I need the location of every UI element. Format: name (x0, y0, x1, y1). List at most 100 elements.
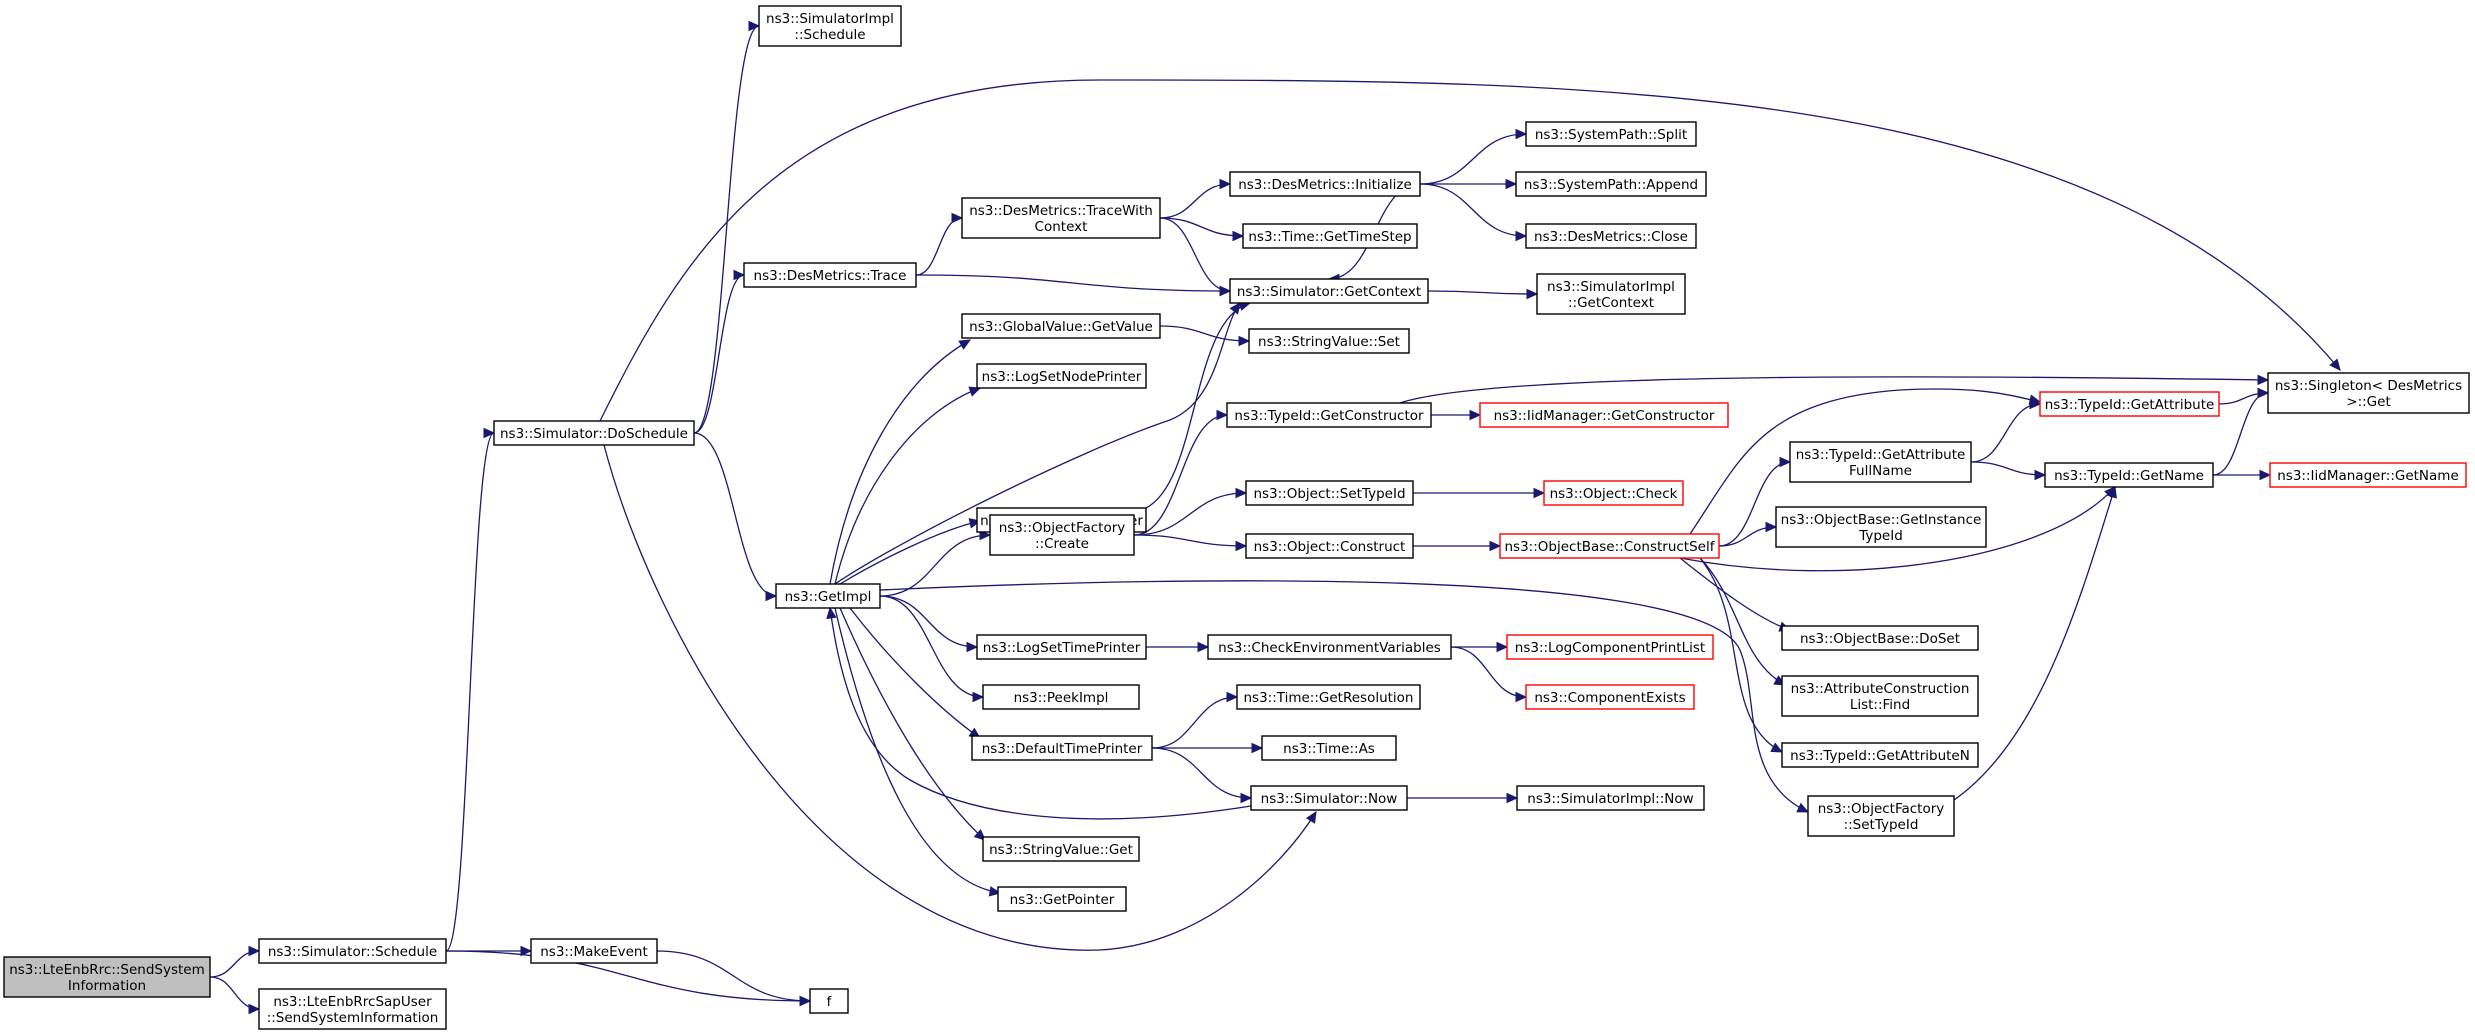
node-label: ns3::SystemPath::Split (1535, 127, 1687, 143)
node-label: ns3::AttributeConstruction (1791, 681, 1970, 697)
node-typeid-get-name[interactable]: ns3::TypeId::GetName (2044, 462, 2214, 488)
node-singleton-get[interactable]: ns3::Singleton< DesMetrics >::Get (2267, 372, 2470, 414)
node-log-set-node-printer[interactable]: ns3::LogSetNodePrinter (976, 363, 1147, 389)
node-box (1229, 171, 1421, 197)
arrowhead (1796, 802, 1810, 813)
node-object-set-typeid[interactable]: ns3::Object::SetTypeId (1245, 480, 1414, 506)
node-box (961, 197, 1161, 239)
node-desmetrics-close[interactable]: ns3::DesMetrics::Close (1525, 223, 1697, 249)
node-label: ns3::SimulatorImpl (766, 11, 894, 27)
node-time-as[interactable]: ns3::Time::As (1261, 735, 1397, 761)
node-object-construct[interactable]: ns3::Object::Construct (1245, 533, 1414, 559)
node-typeid-get-attribute-n[interactable]: ns3::TypeId::GetAttributeN (1781, 742, 1979, 768)
node-simulatorimpl-schedule[interactable]: ns3::SimulatorImpl::Schedule (758, 5, 902, 47)
node-f[interactable]: f (809, 988, 849, 1014)
node-systempath-append[interactable]: ns3::SystemPath::Append (1515, 171, 1707, 197)
arrowhead (1235, 540, 1248, 552)
node-label: ns3::ObjectBase::DoSet (1800, 631, 1960, 647)
node-label: ::Create (1035, 536, 1089, 552)
edge-objectbase-construct-self-to-attribute-construction-list-find (1699, 557, 1786, 686)
node-simulatorimpl-get-context[interactable]: ns3::SimulatorImpl::GetContext (1536, 273, 1686, 315)
node-simulator-now[interactable]: ns3::Simulator::Now (1250, 785, 1408, 811)
node-label: FullName (1849, 463, 1912, 479)
node-label: ::SendSystemInformation (267, 1010, 439, 1026)
arrowhead (1305, 810, 1317, 824)
node-objectbase-do-set[interactable]: ns3::ObjectBase::DoSet (1781, 625, 1979, 651)
node-label: ns3::Simulator::DoSchedule (500, 426, 688, 442)
arrowhead (1235, 487, 1248, 499)
node-default-time-printer[interactable]: ns3::DefaultTimePrinter (971, 735, 1153, 761)
node-label: ns3::Simulator::GetContext (1237, 284, 1421, 300)
node-objectbase-construct-self[interactable]: ns3::ObjectBase::ConstructSelf (1499, 533, 1720, 559)
node-box (1261, 735, 1397, 761)
node-box (1479, 402, 1729, 428)
node-desmetrics-initialize[interactable]: ns3::DesMetrics::Initialize (1229, 171, 1421, 197)
edge-globalvalue-get-value-to-stringvalue-set (1159, 325, 1250, 342)
node-label: Context (1035, 219, 1088, 235)
node-objectfactory-set-typeid[interactable]: ns3::ObjectFactory::SetTypeId (1807, 795, 1955, 837)
node-component-exists[interactable]: ns3::ComponentExists (1525, 684, 1695, 710)
node-check-environment-variables[interactable]: ns3::CheckEnvironmentVariables (1207, 634, 1452, 660)
arrowhead (248, 945, 261, 957)
arrowhead (1232, 230, 1245, 242)
node-send-system-information[interactable]: ns3::LteEnbRrc::SendSystemInformation (3, 956, 211, 998)
edge-simulator-get-context-to-simulatorimpl-get-context (1427, 290, 1538, 295)
node-box (1229, 278, 1429, 304)
node-make-event[interactable]: ns3::MakeEvent (530, 938, 658, 964)
node-log-set-time-printer[interactable]: ns3::LogSetTimePrinter (976, 634, 1147, 660)
node-label: ns3::GetImpl (785, 589, 872, 605)
edge-simulator-now-to-get-impl (829, 607, 1252, 820)
edge-desmetrics-trace-to-trace-with-context (915, 217, 963, 276)
arrowhead (2257, 387, 2270, 399)
arrowhead (748, 20, 761, 32)
node-sap-user-send[interactable]: ns3::LteEnbRrcSapUser::SendSystemInforma… (258, 988, 447, 1030)
node-time-get-resolution[interactable]: ns3::Time::GetResolution (1236, 684, 1421, 710)
node-label: ::Schedule (794, 27, 865, 43)
node-box (1543, 480, 1684, 506)
node-systempath-split[interactable]: ns3::SystemPath::Split (1525, 121, 1697, 147)
edge-get-impl-to-globalvalue-get-value (829, 339, 971, 585)
node-globalvalue-get-value[interactable]: ns3::GlobalValue::GetValue (961, 313, 1161, 339)
edge-objectfactory-create-to-object-set-typeid (1133, 492, 1247, 536)
node-box (1226, 402, 1432, 428)
node-box (493, 420, 695, 446)
arrowhead (248, 1003, 261, 1015)
node-box (1506, 634, 1714, 660)
node-box (1242, 223, 1418, 249)
node-iidmanager-get-constructor[interactable]: ns3::IidManager::GetConstructor (1479, 402, 1729, 428)
edge-do-schedule-to-simulatorimpl-schedule (693, 25, 760, 434)
node-label: TypeId (1858, 528, 1903, 544)
node-simulator-schedule[interactable]: ns3::Simulator::Schedule (258, 938, 447, 964)
node-simulatorimpl-now[interactable]: ns3::SimulatorImpl::Now (1516, 785, 1705, 811)
edge-trace-with-context-to-simulator-get-context (1159, 217, 1231, 292)
arrowhead (1515, 691, 1528, 703)
arrowhead (483, 427, 496, 439)
node-typeid-get-constructor[interactable]: ns3::TypeId::GetConstructor (1226, 402, 1432, 428)
edge-get-impl-to-peek-impl (879, 595, 984, 698)
node-label: ns3::ObjectBase::GetInstance (1781, 512, 1982, 528)
node-desmetrics-trace[interactable]: ns3::DesMetrics::Trace (743, 262, 917, 288)
node-get-impl[interactable]: ns3::GetImpl (775, 583, 881, 609)
node-peek-impl[interactable]: ns3::PeekImpl (982, 684, 1140, 710)
node-do-schedule[interactable]: ns3::Simulator::DoSchedule (493, 420, 695, 446)
arrowhead (1219, 178, 1232, 190)
node-simulator-get-context[interactable]: ns3::Simulator::GetContext (1229, 278, 1429, 304)
node-label: ns3::TypeId::GetConstructor (1234, 408, 1424, 424)
node-iidmanager-get-name[interactable]: ns3::IidManager::GetName (2269, 462, 2467, 488)
node-box (1245, 533, 1414, 559)
node-get-pointer[interactable]: ns3::GetPointer (997, 886, 1127, 912)
node-label: >::Get (2346, 394, 2390, 410)
node-box (2044, 462, 2214, 488)
node-object-check[interactable]: ns3::Object::Check (1543, 480, 1684, 506)
node-stringvalue-get[interactable]: ns3::StringValue::Get (982, 836, 1140, 862)
node-time-get-timestep[interactable]: ns3::Time::GetTimeStep (1242, 223, 1418, 249)
node-stringvalue-set[interactable]: ns3::StringValue::Set (1248, 328, 1410, 354)
edge-get-impl-to-simulator-get-context (834, 302, 1241, 585)
node-log-component-print-list[interactable]: ns3::LogComponentPrintList (1506, 634, 1714, 660)
node-typeid-get-attribute[interactable]: ns3::TypeId::GetAttribute (2039, 391, 2220, 417)
node-objectfactory-create[interactable]: ns3::ObjectFactory::Create (989, 514, 1135, 556)
